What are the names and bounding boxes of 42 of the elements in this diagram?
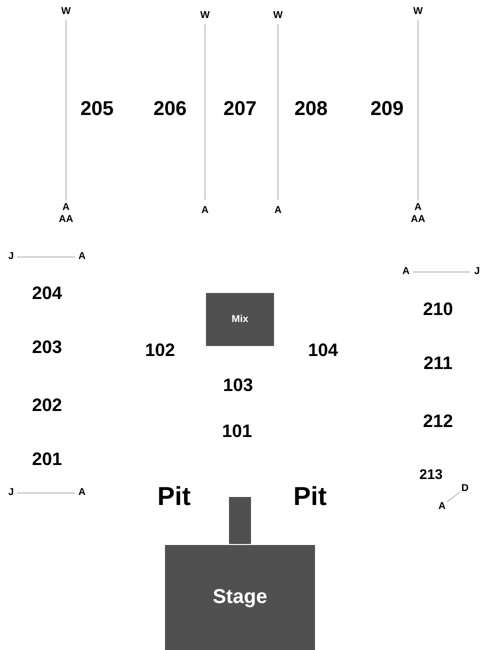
stage-runway	[229, 497, 251, 544]
area-label: Stage	[212, 586, 268, 609]
section-number: 103	[222, 376, 254, 394]
section-number: 101	[222, 422, 252, 440]
row-letter: D	[461, 484, 469, 494]
row-letter: A	[78, 488, 86, 498]
section-number: 203	[32, 338, 62, 356]
row-letter: W	[273, 11, 283, 21]
section-number: 205	[80, 99, 114, 119]
section-number: 212	[422, 412, 454, 430]
section-number: 204	[32, 284, 62, 302]
section-number: 209	[370, 99, 404, 119]
row-letter: A	[414, 203, 422, 213]
pit-label: Pit	[157, 483, 191, 509]
section-number: 208	[294, 99, 328, 119]
section-number: 206	[153, 99, 187, 119]
stage	[165, 545, 315, 650]
row-letter: J	[8, 488, 14, 498]
pit-label: Pit	[293, 483, 327, 509]
section-number: 201	[32, 450, 62, 468]
row-letter: A	[402, 267, 410, 277]
section-number: 211	[423, 354, 453, 372]
row-letter: J	[474, 267, 480, 277]
row-letter: A	[62, 203, 70, 213]
mix-position	[206, 293, 274, 346]
section-number: 213	[419, 467, 443, 481]
row-letter: J	[8, 252, 14, 262]
row-letter: W	[61, 7, 71, 17]
row-letter: A	[201, 206, 209, 216]
area-label: Mix	[232, 314, 248, 325]
row-letter: A	[78, 252, 86, 262]
row-letter: AA	[58, 215, 74, 225]
section-number: 102	[144, 341, 176, 359]
section-number: 210	[422, 300, 454, 318]
row-letter: W	[200, 11, 210, 21]
section-number: 207	[223, 99, 257, 119]
row-letter: A	[274, 206, 282, 216]
section-number: 202	[32, 396, 62, 414]
row-letter: W	[413, 7, 423, 17]
row-letter: AA	[410, 215, 426, 225]
row-letter: A	[438, 502, 446, 512]
section-number: 104	[308, 341, 338, 359]
